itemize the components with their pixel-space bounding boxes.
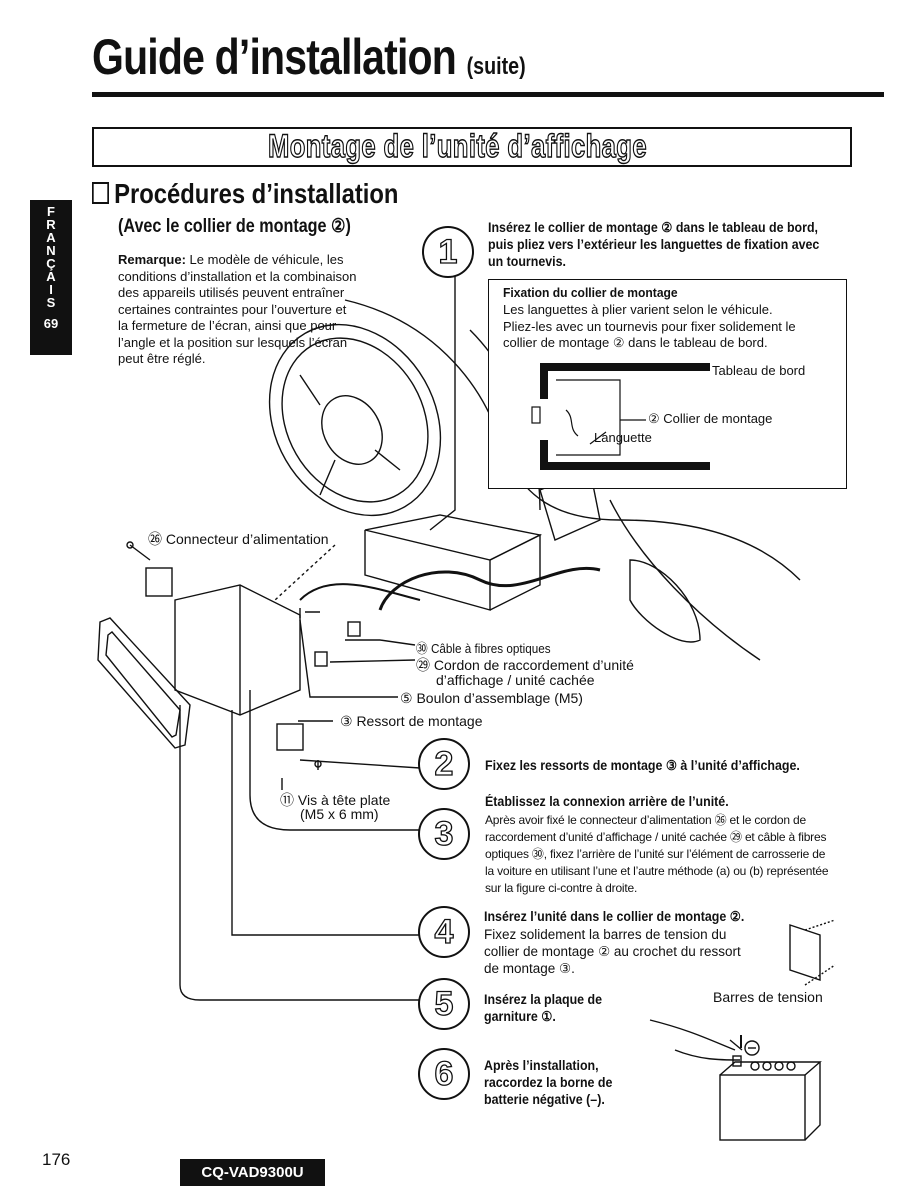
language-letter: S — [46, 295, 56, 310]
step-6-text: Après l’installation, raccordez la borne… — [484, 1058, 613, 1107]
step-3-text: Après avoir fixé le connecteur d’aliment… — [485, 813, 829, 895]
section-title: Procédures d’installation — [92, 178, 398, 210]
spring-label: ③ Ressort de montage — [340, 713, 483, 729]
language-letter: Ç — [46, 256, 56, 271]
remark-text: Le modèle de véhicule, les conditions d’… — [118, 252, 357, 366]
language-letter: F — [47, 204, 55, 219]
screw-label-line2: (M5 x 6 mm) — [300, 806, 379, 822]
fixation-text: Les languettes à plier varient selon le … — [503, 302, 796, 350]
tab-label: Languette — [594, 430, 652, 445]
fiber-cable-label: ㉚ Câble à fibres optiques — [416, 641, 551, 656]
step-1-text: Insérez le collier de montage ② dans le … — [488, 220, 820, 269]
step-5-text: Insérez la plaque de garniture ①. — [484, 992, 603, 1024]
step-6-number: 6 — [418, 1048, 470, 1100]
language-tab: F R A N Ç A I S 69 — [30, 200, 72, 355]
step-4-text: Fixez solidement la barres de tension du… — [484, 927, 741, 976]
checkbox-icon — [92, 182, 109, 204]
remark-label: Remarque: — [118, 252, 186, 267]
fixation-title: Fixation du collier de montage — [503, 285, 678, 300]
section-subtitle: (Avec le collier de montage ②) — [118, 216, 351, 237]
step-4-title: Insérez l’unité dans le collier de monta… — [484, 909, 745, 924]
step-2-number: 2 — [418, 738, 470, 790]
cord-label-line2: d’affichage / unité cachée — [436, 672, 595, 688]
battery-icon — [719, 1055, 822, 1141]
section-page-number: 69 — [43, 316, 59, 331]
screw-label-line1: ⑪ Vis à tête plate — [280, 792, 391, 808]
bolt-label: ⑤ Boulon d’assemblage (M5) — [400, 690, 583, 706]
header-rule — [92, 92, 884, 97]
section-banner — [92, 127, 852, 167]
cord-label-line1: ㉙ Cordon de raccordement d’unité — [416, 657, 634, 673]
step-1-number: 1 — [422, 226, 474, 278]
banner-title: Montage de l’unité d’affichage — [267, 127, 647, 164]
page-title-suite: (suite) — [466, 53, 526, 80]
remark: Remarque: Le modèle de véhicule, les con… — [118, 252, 358, 368]
power-connector-label: ㉖ Connecteur d’alimentation — [148, 531, 329, 547]
page-title: Guide d’installation (suite) — [92, 29, 526, 85]
language-letter: A — [46, 230, 56, 245]
step-2-text: Fixez les ressorts de montage ③ à l’unit… — [485, 758, 800, 773]
language-letter: R — [46, 217, 56, 232]
step-3-number: 3 — [418, 808, 470, 860]
model-badge: CQ-VAD9300U — [180, 1159, 325, 1186]
language-letter: A — [46, 269, 56, 284]
language-letter: N — [46, 243, 56, 258]
page-number: 176 — [42, 1150, 71, 1169]
step-5-number: 5 — [418, 978, 470, 1030]
collar-label: ② Collier de montage — [648, 411, 773, 426]
dashboard-label: Tableau de bord — [712, 363, 806, 378]
steering-wheel-icon — [268, 323, 442, 517]
language-letter: I — [49, 282, 53, 297]
step-4-number: 4 — [418, 906, 470, 958]
tension-bars-label: Barres de tension — [713, 989, 823, 1005]
step-3-title: Établissez la connexion arrière de l’uni… — [485, 794, 729, 809]
